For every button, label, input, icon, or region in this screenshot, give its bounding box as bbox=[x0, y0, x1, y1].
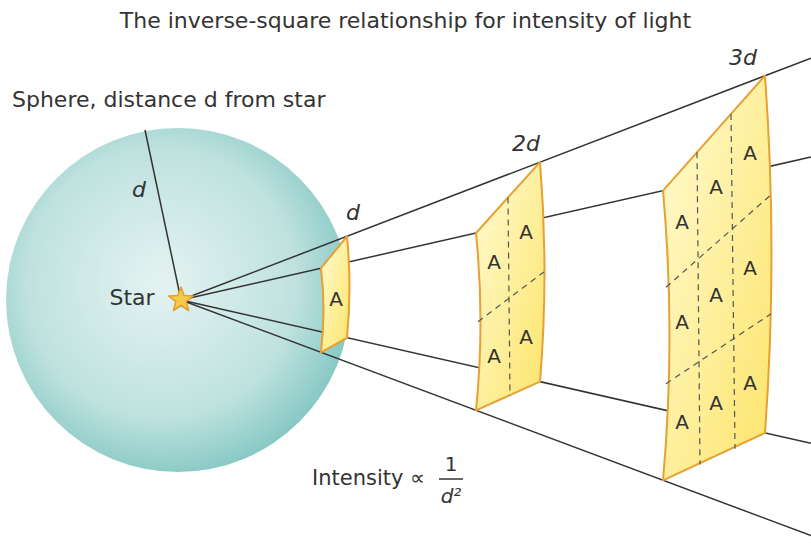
grid-line bbox=[508, 198, 510, 396]
area-label: A bbox=[709, 392, 723, 414]
distance-label: d bbox=[346, 201, 360, 225]
distance-label: d bbox=[132, 178, 146, 202]
area-label: A bbox=[675, 311, 689, 333]
sphere bbox=[6, 128, 350, 472]
area-patch bbox=[476, 162, 545, 410]
distance-label: 2d bbox=[512, 132, 540, 156]
area-label: A bbox=[709, 284, 723, 306]
area-label: A bbox=[743, 372, 757, 394]
area-label: A bbox=[519, 326, 533, 348]
grid-line bbox=[697, 152, 700, 464]
radius-line bbox=[145, 130, 181, 300]
fraction-bar bbox=[439, 478, 463, 480]
formula-text: Intensity ∝ bbox=[312, 467, 425, 490]
area-label: A bbox=[675, 211, 689, 233]
area-label: A bbox=[743, 257, 757, 279]
area-label: A bbox=[519, 221, 533, 243]
sphere-label: Sphere, distance d from star bbox=[12, 88, 325, 112]
formula-denominator: d² bbox=[441, 485, 462, 507]
grid-line bbox=[731, 114, 735, 449]
area-label: A bbox=[675, 411, 689, 433]
grid-line bbox=[666, 195, 771, 287]
area-label: A bbox=[743, 142, 757, 164]
title: The inverse-square relationship for inte… bbox=[0, 8, 811, 33]
area-label: A bbox=[487, 345, 501, 367]
area-label: A bbox=[329, 288, 343, 310]
area-patch bbox=[663, 76, 772, 481]
light-rays bbox=[181, 58, 811, 535]
area-patch bbox=[321, 236, 350, 352]
distance-label: 3d bbox=[729, 46, 757, 70]
area-label: A bbox=[487, 251, 501, 273]
star-label: Star bbox=[109, 286, 154, 310]
grid-lines bbox=[478, 114, 771, 465]
grid-line bbox=[478, 272, 544, 322]
formula-numerator: 1 bbox=[445, 453, 458, 475]
area-label: A bbox=[709, 176, 723, 198]
star-symbol bbox=[169, 287, 194, 311]
